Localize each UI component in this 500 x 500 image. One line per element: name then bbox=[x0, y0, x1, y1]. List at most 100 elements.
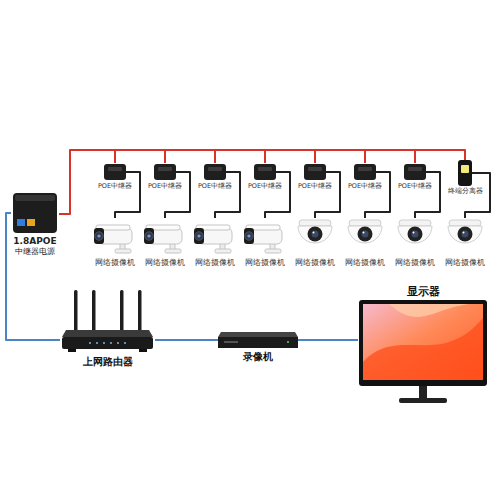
node-label: 网络摄像机 bbox=[445, 258, 485, 268]
icon-shape bbox=[204, 164, 226, 180]
node-label: 网络摄像机 bbox=[395, 258, 435, 268]
network-camera-icon bbox=[391, 218, 439, 256]
node-label: POE中继器 bbox=[248, 183, 282, 191]
network-camera: 网络摄像机 bbox=[91, 218, 139, 268]
icon-shape bbox=[110, 342, 112, 344]
power-supply-icon bbox=[11, 192, 59, 234]
icon-shape bbox=[224, 341, 238, 343]
poe-repeater: POE中继器 bbox=[143, 163, 187, 191]
network-cable bbox=[155, 339, 218, 341]
node-label: POE中继器 bbox=[198, 183, 232, 191]
network-camera: 网络摄像机 bbox=[441, 218, 489, 268]
icon-shape bbox=[312, 231, 319, 238]
network-camera: 网络摄像机 bbox=[291, 218, 339, 268]
power-supply: 1.8APOE中继器电源 bbox=[11, 192, 59, 256]
icon-shape bbox=[62, 337, 153, 349]
poe-cable bbox=[265, 150, 315, 163]
node-label: POE中继器 bbox=[148, 183, 182, 191]
icon-shape bbox=[138, 290, 142, 334]
icon-shape bbox=[94, 228, 104, 244]
icon-shape bbox=[398, 226, 432, 243]
icon-shape bbox=[254, 164, 276, 180]
icon-shape bbox=[147, 234, 150, 237]
node-label: 网络摄像机 bbox=[295, 258, 335, 268]
icon-shape bbox=[175, 171, 187, 173]
node-label: 终端分离器 bbox=[448, 188, 483, 196]
icon-shape bbox=[245, 232, 253, 240]
poe-cable bbox=[415, 150, 465, 163]
icon-shape bbox=[348, 226, 382, 243]
icon-shape bbox=[412, 231, 419, 238]
icon-shape bbox=[308, 227, 323, 242]
network-cable bbox=[298, 339, 358, 341]
icon-shape bbox=[247, 234, 250, 237]
icon-shape bbox=[375, 171, 387, 173]
poe-repeater-icon bbox=[343, 163, 387, 181]
icon-shape bbox=[165, 249, 181, 253]
icon-shape bbox=[17, 219, 25, 226]
icon-shape bbox=[275, 171, 287, 173]
icon-shape bbox=[244, 228, 254, 244]
icon-shape bbox=[287, 341, 289, 343]
node-label: POE中继器 bbox=[348, 183, 382, 191]
icon-shape bbox=[103, 342, 105, 344]
icon-shape bbox=[108, 167, 122, 171]
icon-shape bbox=[363, 318, 483, 380]
icon-shape bbox=[461, 165, 469, 173]
icon-shape bbox=[358, 227, 373, 242]
network-camera: 网络摄像机 bbox=[141, 218, 189, 268]
node-label: 网络摄像机 bbox=[195, 258, 235, 268]
poe-repeater-icon bbox=[393, 163, 437, 181]
node-label: 显示器 bbox=[407, 285, 440, 298]
icon-shape bbox=[404, 164, 426, 180]
icon-shape bbox=[399, 220, 431, 226]
network-camera: 网络摄像机 bbox=[191, 218, 239, 268]
icon-shape bbox=[95, 232, 103, 240]
poe-repeater-icon bbox=[93, 163, 137, 181]
icon-shape bbox=[62, 330, 153, 337]
network-camera-icon bbox=[291, 218, 339, 256]
icon-shape bbox=[463, 232, 465, 234]
icon-shape bbox=[218, 332, 298, 337]
icon-shape bbox=[218, 337, 298, 348]
poe-cable bbox=[115, 150, 165, 163]
icon-shape bbox=[363, 232, 365, 234]
icon-shape bbox=[408, 227, 423, 242]
network-camera-icon bbox=[441, 218, 489, 256]
icon-shape bbox=[413, 232, 415, 234]
node-label: 网络摄像机 bbox=[345, 258, 385, 268]
poe-repeater: POE中继器 bbox=[193, 163, 237, 191]
poe-repeater: POE中继器 bbox=[293, 163, 337, 191]
icon-shape bbox=[97, 234, 100, 237]
icon-shape bbox=[462, 231, 469, 238]
icon-shape bbox=[215, 249, 231, 253]
network-camera: 网络摄像机 bbox=[241, 218, 289, 268]
icon-shape bbox=[125, 171, 137, 173]
icon-shape bbox=[68, 349, 76, 352]
icon-shape bbox=[313, 232, 315, 234]
poe-repeater: POE中继器 bbox=[93, 163, 137, 191]
network-camera-icon bbox=[91, 218, 139, 256]
node-label: POE中继器 bbox=[98, 183, 132, 191]
icon-shape bbox=[408, 167, 422, 171]
poe-cable bbox=[365, 150, 415, 163]
icon-shape bbox=[448, 226, 482, 243]
icon-shape bbox=[359, 300, 487, 386]
icon-shape bbox=[74, 290, 78, 334]
icon-shape bbox=[419, 386, 427, 399]
icon-shape bbox=[354, 164, 376, 180]
icon-shape bbox=[225, 171, 237, 173]
poe-cable bbox=[165, 150, 215, 163]
poe-repeater-icon bbox=[243, 163, 287, 181]
node-label: 网络摄像机 bbox=[145, 258, 185, 268]
icon-shape bbox=[139, 349, 147, 352]
icon-shape bbox=[304, 164, 326, 180]
icon-shape bbox=[208, 167, 222, 171]
monitor: 显示器 bbox=[358, 285, 488, 408]
poe-repeater: POE中继器 bbox=[393, 163, 437, 191]
poe-repeater: POE中继器 bbox=[343, 163, 387, 191]
node-label: 1.8APOE bbox=[13, 236, 56, 247]
poe-cable bbox=[215, 150, 265, 163]
